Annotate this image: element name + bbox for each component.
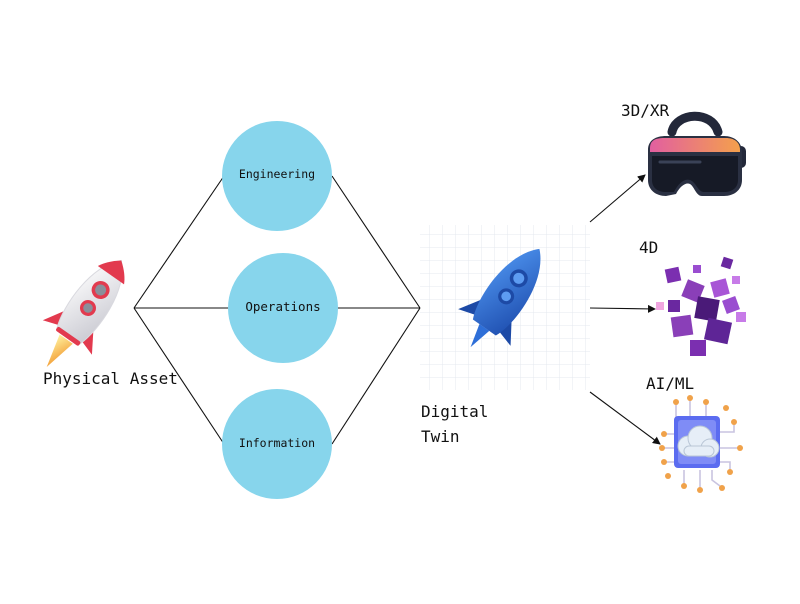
arrow-to-ai-ml (589, 391, 661, 445)
line-asset-engineering (133, 175, 225, 309)
connector-lines (133, 175, 421, 445)
physical-asset-label: Physical Asset (43, 369, 178, 388)
arrow-to-3d-xr (589, 174, 646, 223)
line-asset-information (133, 307, 225, 445)
line-information-twin (331, 307, 421, 445)
operations-label: Operations (245, 299, 321, 314)
cubes-icon (656, 256, 746, 356)
blue-rocket-icon (458, 248, 541, 348)
vr-headset-icon (648, 111, 746, 196)
output-3d-xr-label: 3D/XR (621, 101, 670, 120)
white-rocket-icon (42, 259, 125, 367)
engineering-circle (222, 121, 332, 231)
line-engineering-twin (331, 175, 421, 309)
output-4d-label: 4D (639, 238, 659, 257)
engineering-label: Engineering (238, 167, 316, 181)
output-arrows (589, 174, 661, 445)
digital-twin-label-line2: Twin (421, 427, 460, 446)
arrow-to-4d (589, 304, 656, 313)
ai-chip-cloud-icon (664, 400, 738, 488)
operations-circle (228, 253, 338, 363)
digital-twin-label-line1: Digital (421, 402, 489, 421)
information-circle (222, 389, 332, 499)
information-label: Information (238, 436, 316, 450)
output-ai-ml-label: AI/ML (646, 374, 695, 393)
